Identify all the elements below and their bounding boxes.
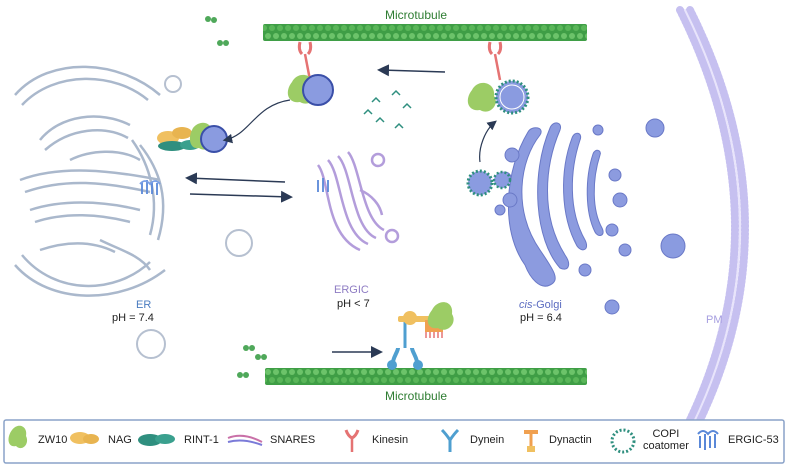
- copi-coatomer-icon: [610, 428, 636, 454]
- ergic53-er: [139, 180, 161, 195]
- endoplasmic-reticulum: [14, 65, 166, 297]
- cis-golgi-label-rest: -Golgi: [532, 299, 562, 311]
- zw10-icon: [8, 425, 28, 449]
- dynein-icon: [440, 428, 460, 452]
- ergic53-ergic: [317, 178, 329, 192]
- er-tethering-complex: [157, 122, 228, 153]
- legend-box: [3, 419, 785, 464]
- cis-golgi-label-italic: cis: [519, 299, 533, 311]
- microtubule-bottom: [265, 368, 587, 385]
- cis-golgi: [494, 122, 632, 287]
- legend-dynein-label: Dynein: [470, 434, 505, 446]
- arrow-golgi-to-vesicle: [479, 120, 497, 163]
- plasma-membrane: [676, 6, 749, 444]
- legend-dynactin-label: Dynactin: [549, 434, 592, 446]
- cis-golgi-label: cis-Golgi: [519, 299, 562, 311]
- copi-vesicles-golgi: [466, 169, 512, 197]
- microtubule-top-label: Microtubule: [385, 8, 448, 22]
- tubulin-dots: [205, 16, 267, 378]
- kinesin-vesicle-right: [467, 41, 530, 115]
- ergic53-icon: [697, 430, 719, 450]
- dynein-dynactin-complex: [387, 302, 454, 370]
- microtubule-bottom-label: Microtubule: [385, 389, 448, 403]
- ergic-label: ERGIC: [334, 284, 369, 296]
- cis-golgi-ph-label: pH = 6.4: [520, 312, 562, 324]
- snares-icon: [227, 434, 263, 446]
- legend-nag-label: NAG: [108, 434, 132, 446]
- legend-kinesin-label: Kinesin: [372, 434, 409, 446]
- ergic-compartment: [316, 151, 400, 252]
- legend-ergic53-label: ERGIC-53: [728, 434, 779, 446]
- kinesin-vesicle-left: [287, 41, 334, 106]
- arrow-vesicle-to-er: [222, 99, 291, 144]
- empty-vesicles: [136, 75, 253, 359]
- legend-snares-label: SNARES: [270, 434, 316, 446]
- dynactin-icon: [524, 430, 538, 452]
- er-ph-label: pH = 7.4: [112, 312, 154, 324]
- arrow-to-er: [185, 172, 286, 185]
- microtubule-top: [263, 24, 587, 41]
- er-label: ER: [136, 299, 152, 311]
- kinesin-icon: [344, 429, 360, 452]
- ergic-ph-label: pH < 7: [337, 298, 370, 310]
- legend-zw10-label: ZW10: [38, 434, 68, 446]
- copi-fragments: [363, 89, 412, 129]
- arrow-to-ergic: [189, 190, 293, 203]
- legend-rint1-label: RINT-1: [184, 434, 219, 446]
- rint1-icon: [138, 434, 175, 446]
- legend-copi-label: COPI coatomer: [643, 428, 689, 452]
- pm-label: PM: [706, 314, 723, 326]
- nag-icon: [70, 432, 99, 444]
- arrow-golgi-leftward: [377, 64, 446, 77]
- free-vesicles: [604, 118, 686, 315]
